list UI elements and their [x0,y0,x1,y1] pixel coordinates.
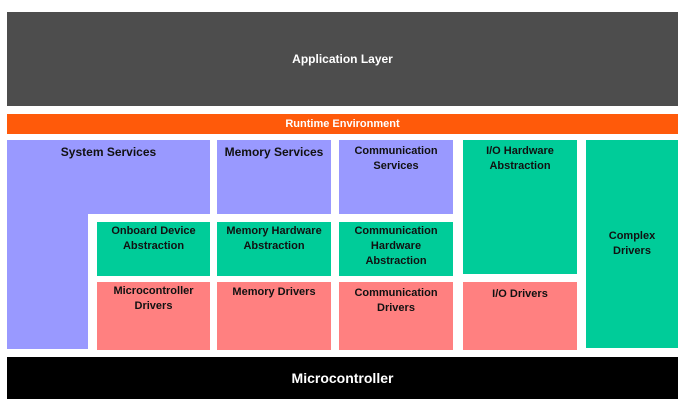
system-services-column [7,213,88,349]
io-hardware-abstraction: I/O Hardware Abstraction [463,140,577,274]
communication-hardware-abstraction: Communication Hardware Abstraction [339,222,453,276]
io-hardware-abstraction-label: I/O Hardware Abstraction [486,145,554,172]
complex-drivers-label: Complex Drivers [608,230,656,257]
application-layer: Application Layer [7,12,678,106]
microcontroller-drivers-label: Microcontroller Drivers [113,285,194,312]
memory-hardware-abstraction: Memory Hardware Abstraction [217,222,331,276]
memory-hardware-abstraction-label: Memory Hardware Abstraction [226,225,322,252]
runtime-environment-label: Runtime Environment [285,117,400,130]
io-drivers-label: I/O Drivers [492,288,548,300]
microcontroller-drivers: Microcontroller Drivers [97,282,210,350]
communication-services: Communication Services [339,140,453,214]
communication-hardware-abstraction-label: Communication Hardware Abstraction [354,225,438,267]
communication-drivers-label: Communication Drivers [354,287,438,314]
memory-services: Memory Services [217,140,331,214]
io-drivers: I/O Drivers [463,282,577,350]
memory-drivers: Memory Drivers [217,282,331,350]
memory-drivers-label: Memory Drivers [232,286,316,298]
microcontroller: Microcontroller [7,357,678,399]
communication-services-label: Communication Services [354,145,438,172]
onboard-device-abstraction: Onboard Device Abstraction [97,222,210,276]
system-services-label: System Services [60,145,157,159]
microcontroller-label: Microcontroller [291,369,394,386]
system-services-top: System Services [7,140,210,214]
application-layer-label: Application Layer [292,51,393,66]
onboard-device-abstraction-label: Onboard Device Abstraction [111,225,196,252]
complex-drivers: Complex Drivers [586,140,678,348]
memory-services-label: Memory Services [224,145,324,159]
communication-drivers: Communication Drivers [339,282,453,350]
runtime-environment: Runtime Environment [7,114,678,134]
